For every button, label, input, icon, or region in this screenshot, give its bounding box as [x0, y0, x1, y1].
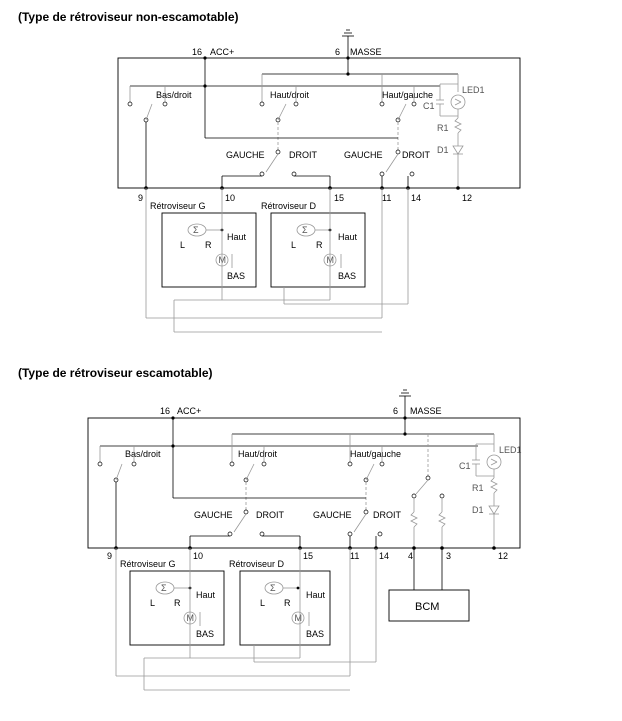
switch-down-right-2 [97, 446, 137, 483]
switch-up-right-label: Haut/droit [270, 90, 310, 100]
droit-label-2: DROIT [402, 150, 431, 160]
svg-text:Σ: Σ [302, 225, 308, 235]
mirror-left-unit-2: Rétroviseur G Σ L R Haut M BAS [120, 559, 225, 646]
mirror-right-r: R [316, 240, 323, 250]
bcm-box [388, 589, 470, 622]
mirror-right-bas: BAS [338, 271, 356, 281]
switch-up-left-2 [347, 434, 385, 510]
d1-label: D1 [437, 145, 449, 155]
led1-label-2: LED1 [499, 445, 522, 455]
mirror-left-l-2: L [150, 598, 155, 608]
droit-label-4: DROIT [373, 510, 402, 520]
mirror-left-bas-2: BAS [196, 629, 214, 639]
mirror-right-l-2: L [260, 598, 265, 608]
pin-9-label-2: 9 [107, 551, 112, 561]
pin-6-label: 6 [335, 47, 340, 57]
mirror-left-unit: Rétroviseur G Σ L R Haut M BAS [150, 201, 257, 288]
gauche-label-3: GAUCHE [194, 510, 233, 520]
switch-down-right-label-2: Bas/droit [125, 449, 161, 459]
mirror-right-label-2: Rétroviseur D [229, 559, 285, 569]
switch-up-left-label-2: Haut/gauche [350, 449, 401, 459]
mirror-left-haut: Haut [227, 232, 247, 242]
mirror-left-label: Rétroviseur G [150, 201, 206, 211]
acc-label: ACC+ [210, 47, 234, 57]
mirror-right-l: L [291, 240, 296, 250]
mirror-left-bas: BAS [227, 271, 245, 281]
c1-label-2: C1 [459, 461, 471, 471]
pin-11-label: 11 [382, 193, 391, 203]
bcm-label: BCM [415, 601, 439, 613]
harness-lower-1 [145, 188, 409, 333]
masse-label: MASSE [350, 47, 382, 57]
heading-non-folding: (Type de rétroviseur non-escamotable) [18, 10, 239, 24]
mirror-right-haut: Haut [338, 232, 358, 242]
selector-switch-4 [347, 509, 383, 537]
ground-icon-2 [399, 389, 411, 418]
droit-label-1: DROIT [289, 150, 318, 160]
masse-label-2: MASSE [410, 406, 442, 416]
mirror-right-unit-2: Rétroviseur D Σ L R Haut M BAS [229, 559, 331, 646]
svg-text:Σ: Σ [161, 583, 167, 593]
pin-12-label-2: 12 [498, 551, 508, 561]
switch-up-right-2 [229, 434, 267, 510]
pin-15-label: 15 [334, 193, 344, 203]
mirror-left-l: L [180, 240, 185, 250]
mirror-right-haut-2: Haut [306, 590, 326, 600]
switch-housing [117, 57, 521, 189]
pin-15-label-2: 15 [303, 551, 313, 561]
mirror-left-r-2: R [174, 598, 181, 608]
pin-4-label: 4 [408, 551, 413, 561]
ground-icon [342, 29, 354, 58]
diagram-folding: 16 ACC+ 6 MASSE Bas/droit Haut/droit Hau… [87, 389, 522, 691]
r1-label-2: R1 [472, 483, 484, 493]
selector-switch-3 [227, 509, 265, 537]
svg-text:Σ: Σ [270, 583, 276, 593]
selector-switch-1 [259, 149, 297, 177]
switch-down-right-label: Bas/droit [156, 90, 192, 100]
pin-3-label: 3 [446, 551, 451, 561]
switch-housing-2 [87, 417, 521, 549]
switch-up-left-label: Haut/gauche [382, 90, 433, 100]
svg-text:M: M [295, 613, 303, 623]
selector-switch-2 [379, 149, 415, 177]
switch-up-left [379, 74, 417, 150]
led1-label: LED1 [462, 85, 485, 95]
folding-switch [410, 434, 446, 548]
switch-up-right-label-2: Haut/droit [238, 449, 278, 459]
heading-folding: (Type de rétroviseur escamotable) [18, 366, 213, 380]
pin-10-label-2: 10 [193, 551, 203, 561]
led-circuit-2 [472, 434, 502, 548]
harness-lower-2 [115, 548, 377, 691]
mirror-right-bas-2: BAS [306, 629, 324, 639]
svg-text:Σ: Σ [193, 225, 199, 235]
pin-9-label: 9 [138, 193, 143, 203]
pin-12-label: 12 [462, 193, 472, 203]
pin-16-label-2: 16 [160, 406, 170, 416]
gauche-label-2: GAUCHE [344, 150, 383, 160]
pin-11-label-2: 11 [350, 551, 359, 561]
d1-label-2: D1 [472, 505, 484, 515]
mirror-left-haut-2: Haut [196, 590, 216, 600]
switch-up-right [259, 74, 299, 150]
pin-16-label: 16 [192, 47, 202, 57]
droit-label-3: DROIT [256, 510, 285, 520]
mirror-left-r: R [205, 240, 212, 250]
mirror-right-r-2: R [284, 598, 291, 608]
mirror-right-unit: Rétroviseur D Σ L R Haut M BAS [261, 201, 366, 288]
mirror-right-label: Rétroviseur D [261, 201, 317, 211]
gauche-label-1: GAUCHE [226, 150, 265, 160]
pin-6-label-2: 6 [393, 406, 398, 416]
pin-10-label: 10 [225, 193, 235, 203]
c1-label: C1 [423, 101, 435, 111]
led-circuit [436, 74, 466, 188]
diagram-non-folding: 16 ACC+ 6 MASSE Bas/droit Haut/droit Hau… [117, 29, 521, 333]
pin-14-label-2: 14 [379, 551, 389, 561]
pin-14-label: 14 [411, 193, 421, 203]
mirror-left-label-2: Rétroviseur G [120, 559, 176, 569]
gauche-label-4: GAUCHE [313, 510, 352, 520]
acc-label-2: ACC+ [177, 406, 201, 416]
r1-label: R1 [437, 123, 449, 133]
